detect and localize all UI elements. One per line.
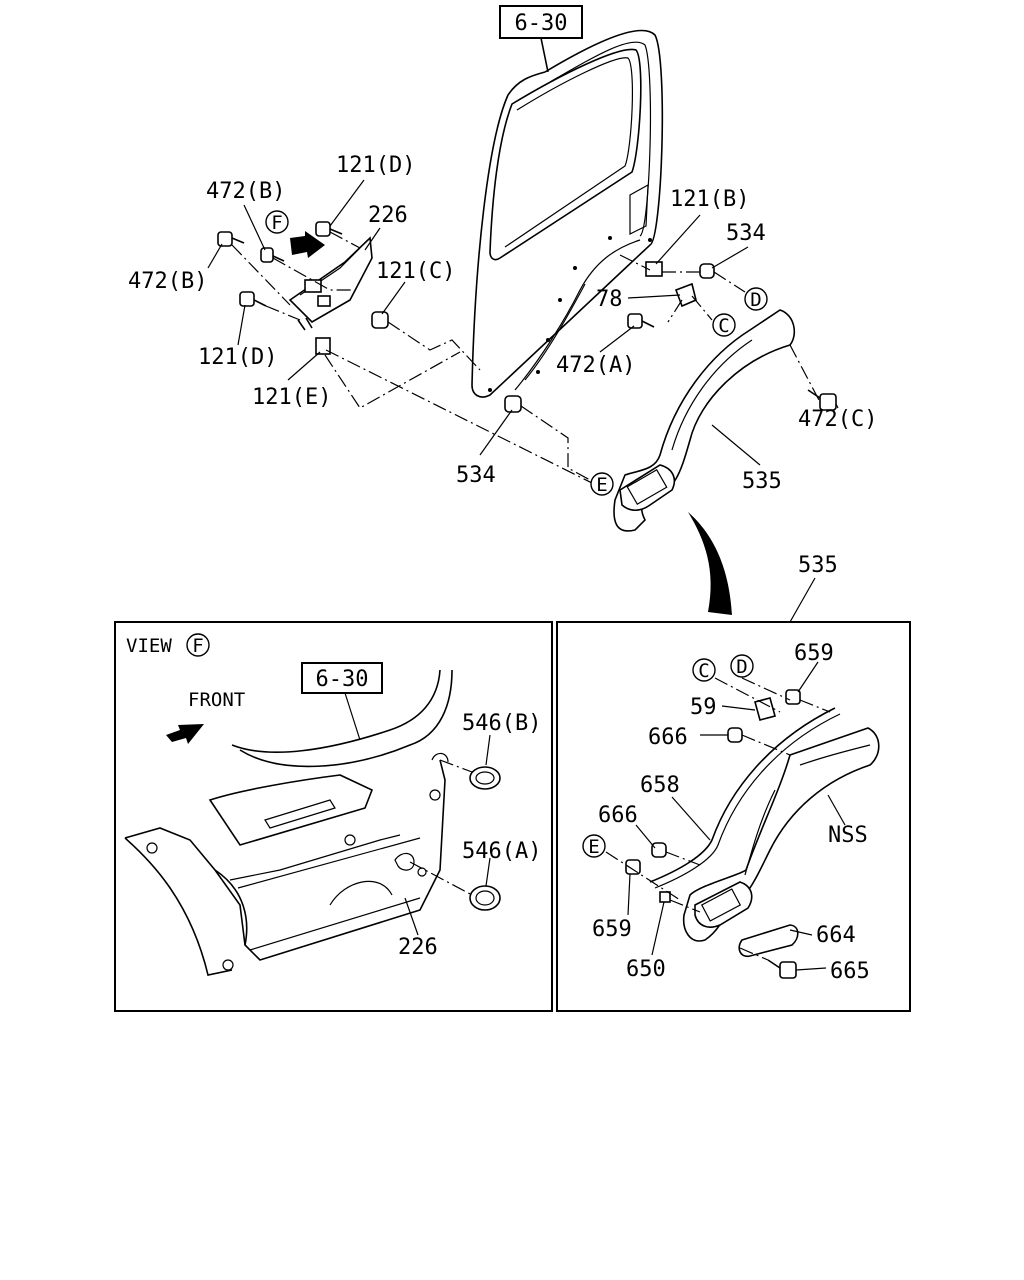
nut-666-top-icon [727,727,743,743]
nut-534-right-icon [699,263,715,279]
bolt-121D-top-icon [315,221,343,237]
nut-534-bottom-icon [504,395,522,413]
nut-666-mid-icon [651,842,667,858]
bolt-659-bottom-icon [625,859,641,875]
label-226-top: 226 [368,203,408,228]
label-535-inset: 535 [798,553,838,578]
marker-E-main: E [596,474,607,496]
reference-6-30-view: 6-30 [316,667,369,692]
front-label: FRONT [188,689,245,711]
marker-D-inset: D [736,656,747,678]
bolt-121D-left-icon [239,291,267,307]
label-535-main: 535 [742,469,782,494]
label-472A: 472(A) [556,353,635,378]
grommet-546B-icon [469,766,501,790]
plate-664-icon [738,924,799,958]
label-78: 78 [596,287,623,312]
label-666-top: 666 [648,725,688,750]
label-472B-left: 472(B) [128,269,207,294]
marker-F-view: F [192,635,203,657]
front-arrow-icon [166,724,204,744]
marker-C-inset: C [698,660,709,682]
view-label: VIEW [126,635,172,657]
label-59: 59 [690,695,717,720]
callouts-top: 121(D) 472(B) 226 472(B) 121(C) 121(D) 1… [128,153,877,494]
label-546B: 546(B) [462,711,541,736]
door-panel [471,29,664,398]
clip-650-icon [659,891,671,903]
label-121C: 121(C) [376,259,455,284]
label-664: 664 [816,923,856,948]
view-arrow-icon [290,231,325,258]
clip-121B-icon [645,261,663,277]
bolt-472A-icon [627,313,655,329]
label-121B: 121(B) [670,187,749,212]
bolt-472B-left-icon [217,231,245,247]
label-546A: 546(A) [462,839,541,864]
nut-121C-icon [371,311,389,329]
label-659-bottom: 659 [592,917,632,942]
label-659-top: 659 [794,641,834,666]
marker-F-main: F [271,212,282,234]
reference-box-top: 6-30 [499,5,583,73]
grommet-546A-icon [469,885,501,911]
label-NSS: NSS [828,823,868,848]
mud-guard-535 [613,309,796,532]
bolt-665-icon [767,959,797,979]
label-534-right: 534 [726,221,766,246]
label-665: 665 [830,959,870,984]
label-121E: 121(E) [252,385,331,410]
bolt-659-top-icon [785,689,801,705]
marker-D-main: D [750,289,761,311]
bolt-472B-upper-icon [260,247,285,263]
clip-59-icon [754,697,776,721]
label-472C: 472(C) [798,407,877,432]
bolt-472C-icon [807,389,837,411]
view-f-panel: VIEW F FRONT 6-30 [114,621,553,1012]
detail-pointer-arrow-icon [688,512,732,615]
label-121D-left: 121(D) [198,345,277,370]
markers-top: F D C E [265,210,768,496]
label-658: 658 [640,773,680,798]
assembly-lines-top [231,231,821,488]
label-534-bottom: 534 [456,463,496,488]
marker-C-main: C [718,315,729,337]
label-650: 650 [626,957,666,982]
marker-E-inset: E [588,836,599,858]
label-472B-upper: 472(B) [206,179,285,204]
leader-lines-top [207,179,839,466]
label-666-mid: 666 [598,803,638,828]
mud-guard-detail-panel: 535 [556,553,911,1012]
reference-6-30-top: 6-30 [515,11,568,36]
label-226-view: 226 [398,935,438,960]
label-121D-top: 121(D) [336,153,415,178]
fasteners-top [217,221,837,413]
